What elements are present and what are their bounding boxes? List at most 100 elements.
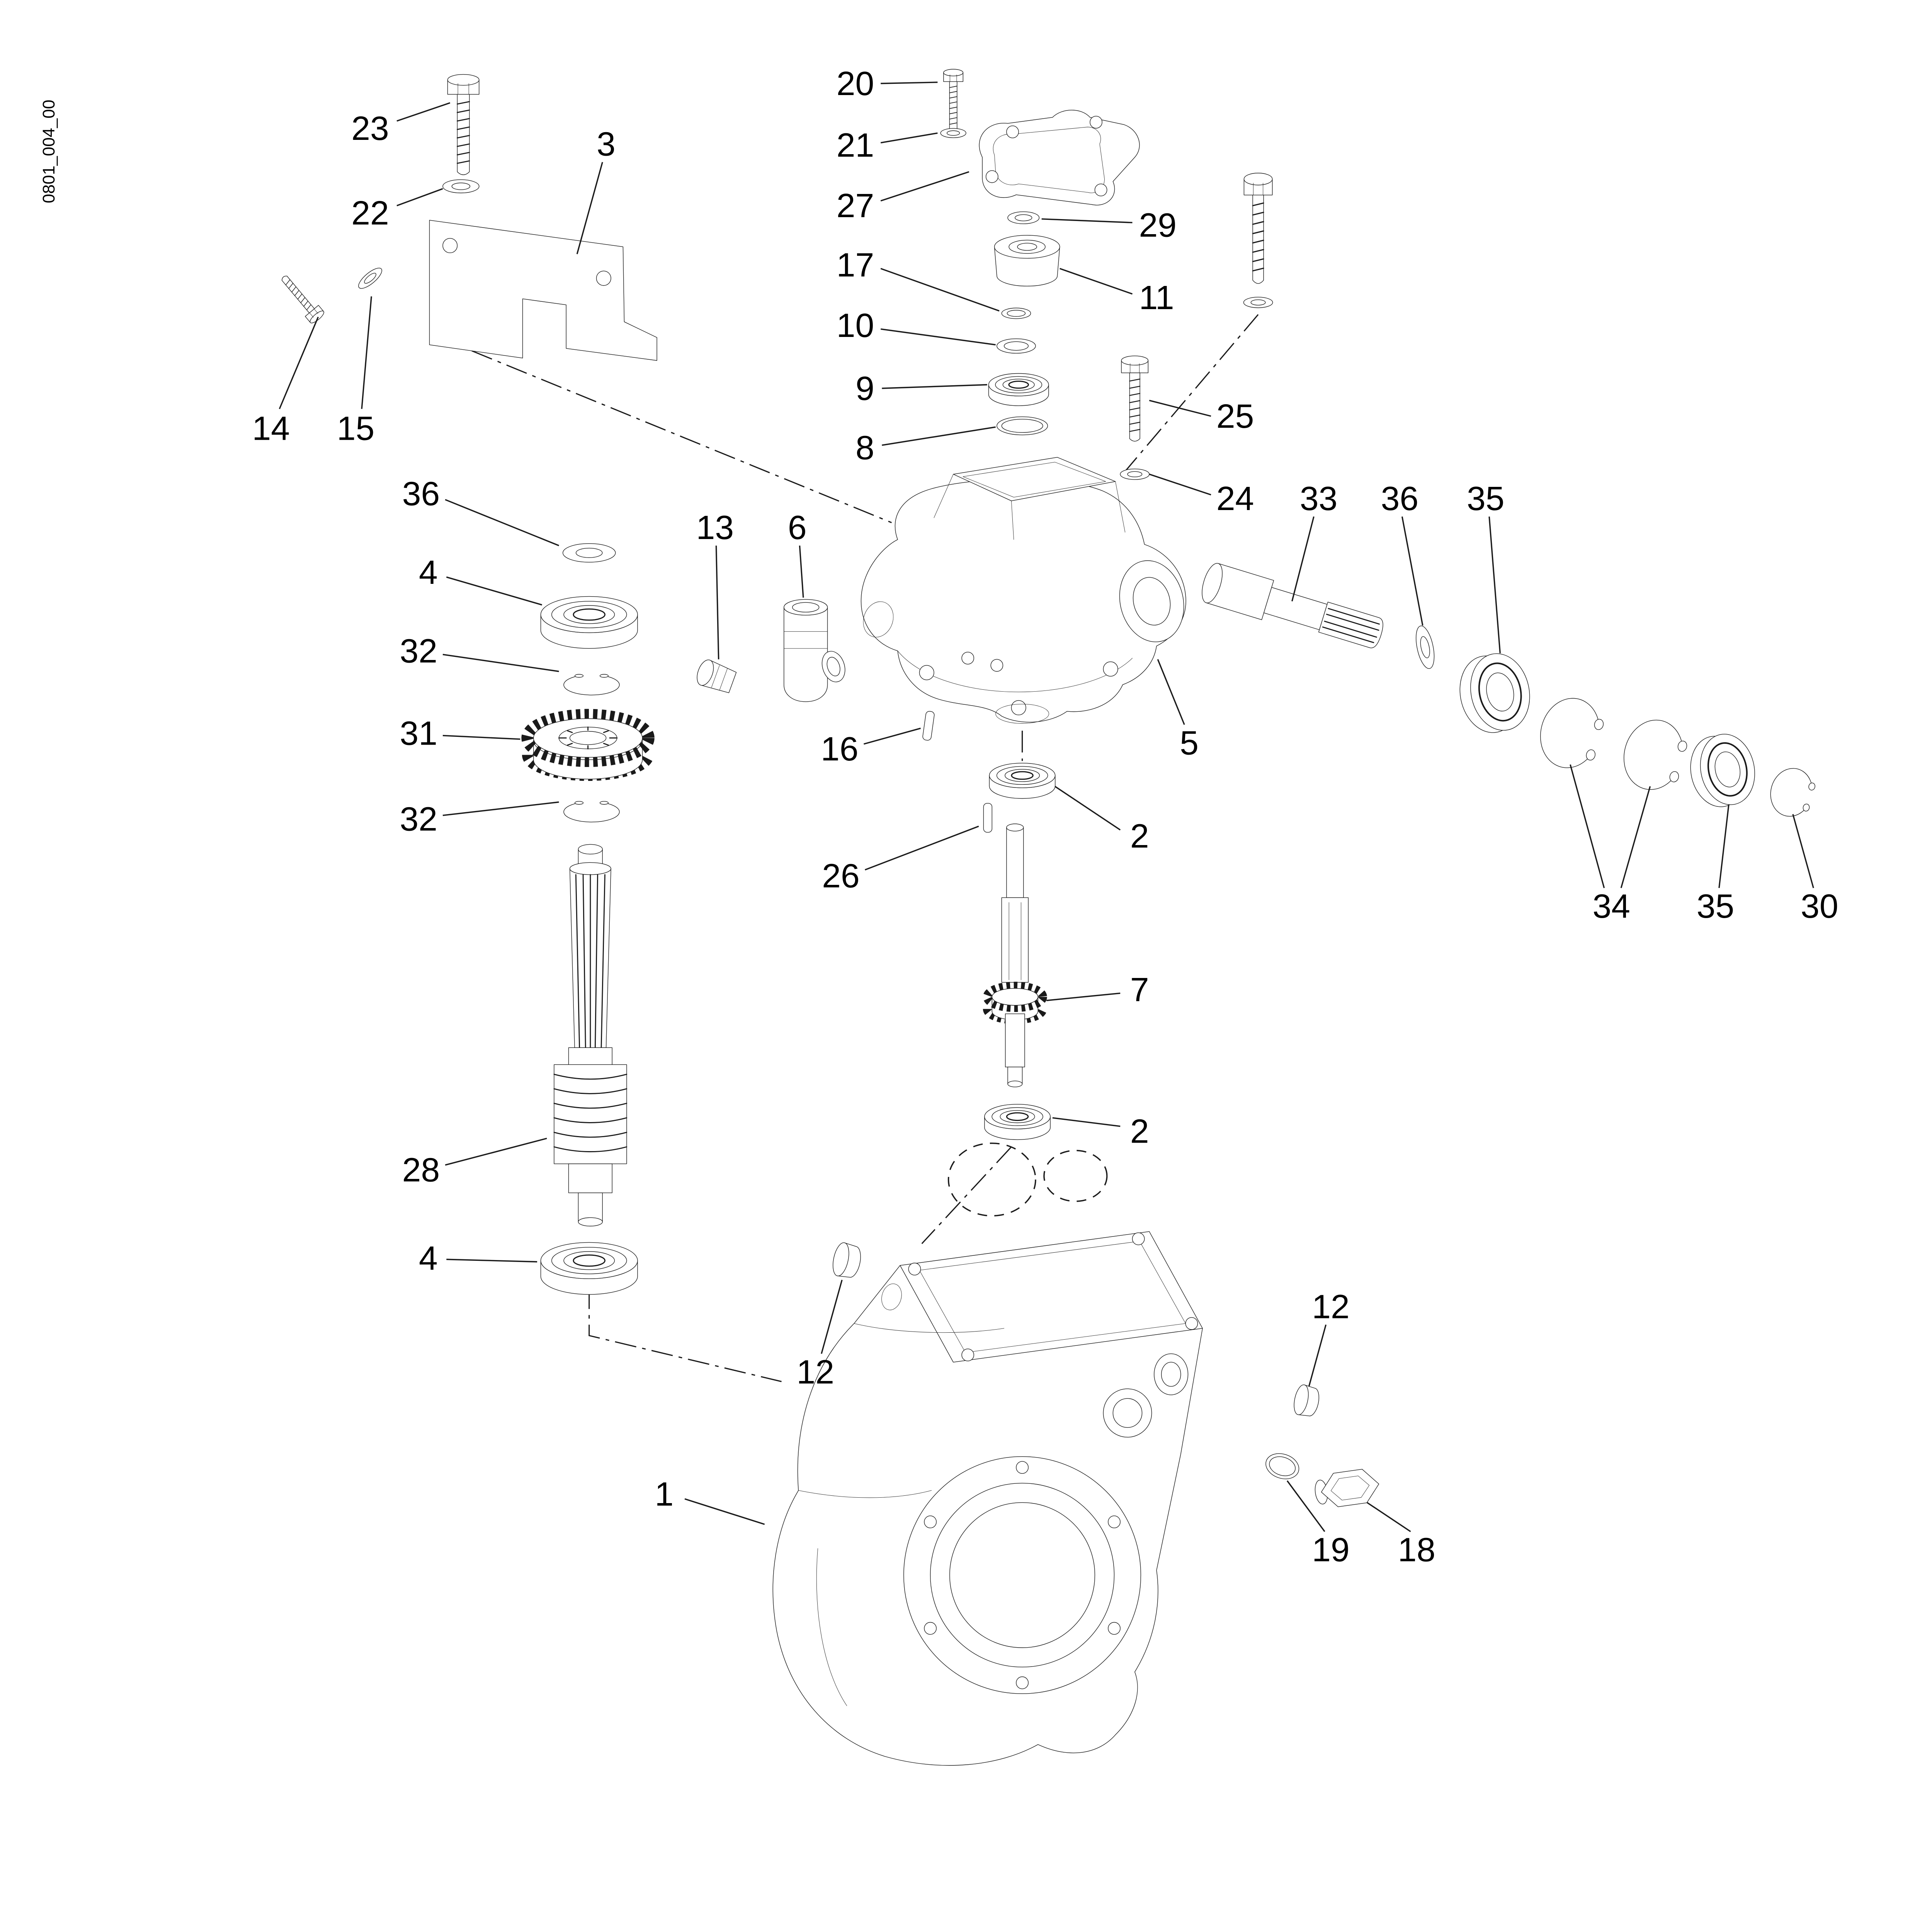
callout-leader	[1149, 473, 1211, 496]
callout-label: 1	[655, 1475, 673, 1513]
callout-label: 16	[821, 730, 859, 768]
part-16-pin	[922, 711, 935, 741]
callout-label: 11	[1139, 279, 1174, 316]
callout-label: 8	[855, 429, 874, 466]
part-32-snap-ring-lower	[564, 801, 619, 822]
part-24-washer	[1119, 468, 1150, 480]
callout-label: 21	[837, 126, 874, 164]
part-32-snap-ring-upper	[564, 674, 619, 695]
callout-leader	[821, 1279, 843, 1354]
part-10-ring	[997, 339, 1036, 354]
callout-label: 4	[419, 1239, 438, 1277]
callout-label: 35	[1697, 887, 1735, 925]
callout-leader	[1570, 764, 1605, 888]
callout-leader	[396, 102, 451, 122]
part-6-elbow-fitting	[784, 599, 849, 702]
part-19-o-ring	[1262, 1449, 1302, 1483]
hidden-bore-outline	[947, 1142, 1108, 1217]
callout-leader	[880, 268, 1000, 312]
callout-label: 28	[402, 1151, 440, 1189]
callout-leader	[361, 296, 372, 409]
exploded-diagram: 2322314152021272911171098252433363536432…	[39, 65, 1838, 1767]
callout-label: 30	[1801, 887, 1838, 925]
callout-leader	[1291, 516, 1315, 602]
callout-leader	[1149, 400, 1211, 417]
callout-leader	[442, 801, 559, 816]
callout-label: 35	[1467, 480, 1505, 517]
callout-label: 2	[1130, 1112, 1149, 1150]
callout-leader	[1286, 1480, 1325, 1532]
callout-leader	[880, 171, 969, 202]
callout-leader	[279, 316, 319, 409]
callout-leader	[882, 384, 987, 389]
callout-leader	[1488, 516, 1501, 653]
part-27-cover-plate	[979, 110, 1139, 205]
callout-label: 20	[837, 65, 874, 102]
callout-leader	[864, 825, 979, 871]
part-18-hex-plug	[1313, 1467, 1381, 1510]
part-15-washer	[355, 264, 386, 293]
part-2-bearing-lower	[985, 1104, 1050, 1140]
callout-label: 12	[796, 1353, 834, 1391]
part-29-ring	[1008, 212, 1039, 224]
part-5-upper-housing	[859, 457, 1192, 723]
part-28-worm-shaft	[554, 844, 627, 1226]
callout-leader	[1060, 268, 1133, 295]
callout-leader	[1366, 1502, 1411, 1532]
callout-label: 9	[855, 369, 874, 407]
callout-leader	[1401, 516, 1423, 626]
part-4-bearing-upper	[541, 597, 638, 649]
callout-leader	[863, 728, 921, 745]
callout-label: 23	[351, 109, 389, 147]
doc-code: 0801_004_00	[39, 100, 58, 203]
callout-label: 15	[337, 409, 375, 447]
callout-leader	[1308, 1324, 1327, 1387]
callout-label: 14	[252, 409, 290, 447]
part-17-ring	[1002, 308, 1031, 319]
callout-leader	[1041, 218, 1133, 223]
part-36-shim-right	[1413, 624, 1437, 670]
callout-label: 17	[837, 246, 874, 284]
callout-label: 32	[400, 632, 438, 670]
part-34-snap-ring-2	[1616, 713, 1692, 796]
callout-label: 5	[1180, 724, 1199, 762]
callout-leader	[799, 545, 804, 598]
callout-label: 4	[419, 553, 438, 591]
part-7-pinion-shaft	[983, 824, 1047, 1087]
part-36-shim-left	[563, 544, 616, 562]
callout-label: 26	[822, 857, 860, 895]
callout-label: 6	[788, 509, 807, 546]
part-35-bearing-right-1	[1453, 648, 1536, 738]
callout-leader	[442, 654, 559, 672]
callout-leader	[1718, 804, 1730, 888]
part-9-seal	[989, 373, 1049, 405]
callout-leader	[882, 426, 996, 446]
callout-leader	[1792, 814, 1814, 888]
callout-leader	[880, 132, 938, 144]
callout-label: 13	[696, 509, 734, 546]
callout-leader	[1157, 659, 1185, 725]
part-31-gear	[521, 709, 655, 781]
callout-leader	[445, 499, 560, 546]
callout-leader	[442, 735, 520, 740]
callout-label: 12	[1312, 1287, 1350, 1325]
callout-label: 3	[597, 125, 616, 163]
part-34-snap-ring-1	[1533, 692, 1608, 775]
part-3-bracket	[429, 220, 657, 361]
callout-leader	[446, 576, 543, 606]
part-1-lower-housing	[773, 1231, 1202, 1765]
part-25-bolt	[1121, 355, 1149, 442]
part-12-cap-right	[1292, 1384, 1321, 1418]
part-30-snap-ring	[1765, 764, 1818, 821]
part-2-bearing-upper	[989, 763, 1055, 799]
callout-leader	[1052, 1117, 1121, 1127]
part-8-o-ring	[997, 417, 1048, 435]
callout-label: 32	[400, 800, 438, 838]
callout-leader	[1620, 786, 1651, 888]
part-4-bearing-lower	[541, 1242, 638, 1294]
callout-label: 10	[837, 306, 874, 344]
callout-label: 2	[1130, 817, 1149, 855]
callout-leader	[1054, 786, 1121, 831]
